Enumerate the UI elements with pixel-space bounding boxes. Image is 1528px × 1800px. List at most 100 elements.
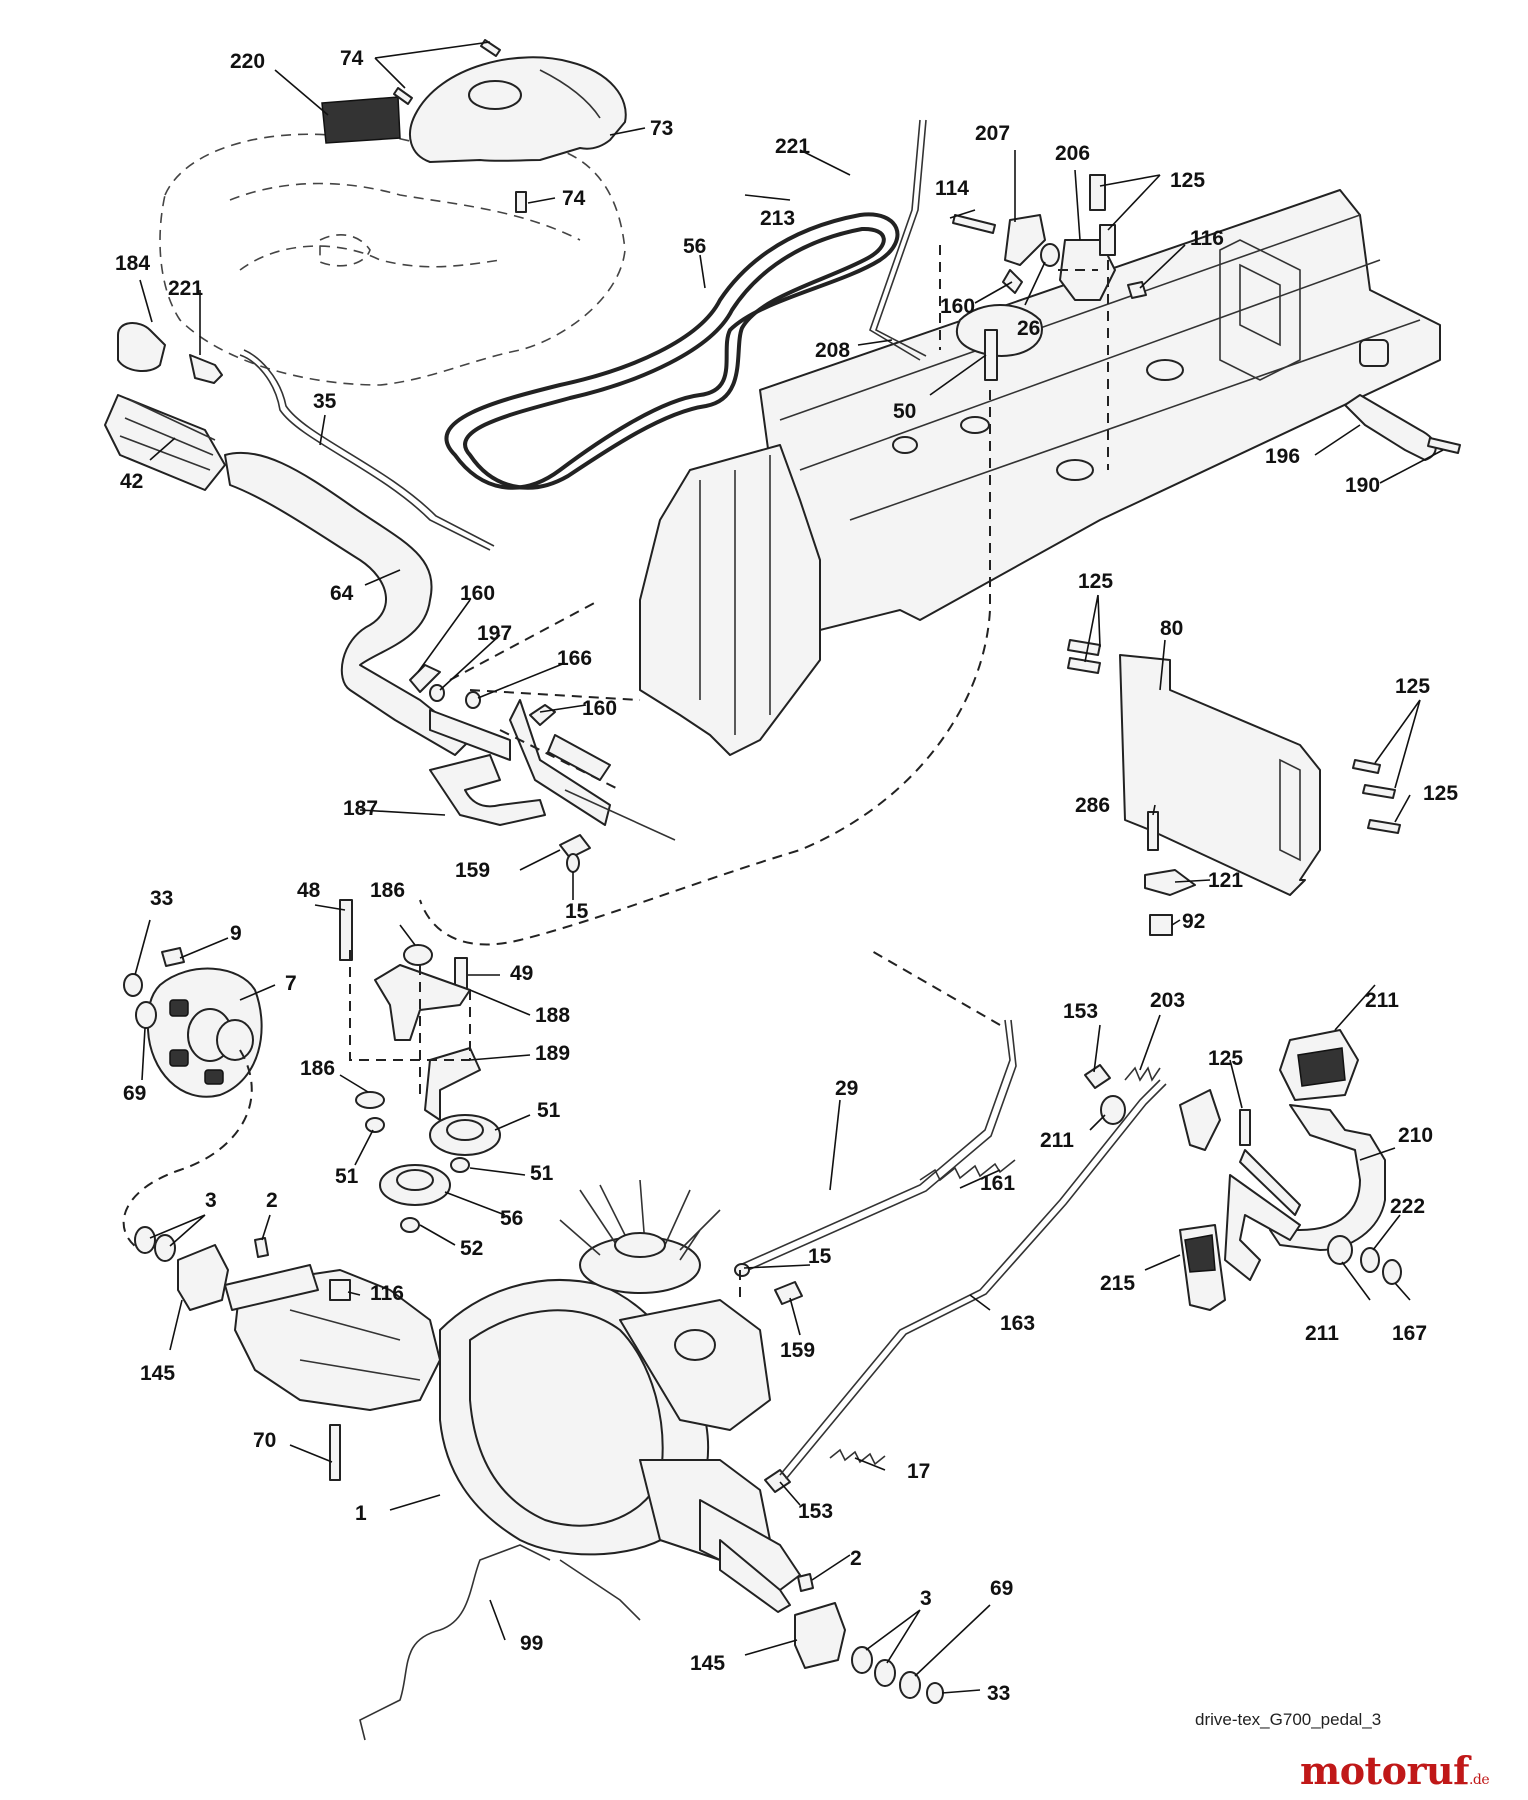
chassis-frame	[639, 189, 1441, 756]
callout-197: 196	[1265, 445, 1300, 468]
callout-121: 121	[1208, 869, 1243, 892]
callout-160: 160	[940, 295, 975, 318]
part-125-bolt	[1367, 819, 1401, 834]
callout-167: 166	[557, 647, 592, 670]
part-197-hook	[1344, 394, 1437, 461]
part-186-bearing	[403, 944, 433, 966]
logo-name: motoruf	[1300, 1748, 1469, 1793]
part-70-dash-cover	[409, 56, 627, 163]
part-222-washer	[1360, 1247, 1380, 1273]
part-161-spring	[919, 1159, 1016, 1182]
callout-51: 51	[530, 1162, 554, 1185]
callout-215: 215	[1100, 1272, 1135, 1295]
part-35-rod	[239, 349, 495, 551]
callout-125: 125	[1395, 675, 1430, 698]
callout-196: 190	[1345, 474, 1380, 497]
callout-210: 210	[1398, 1124, 1433, 1147]
callout-206: 206	[1055, 142, 1090, 165]
callout-26: 26	[1017, 317, 1040, 340]
part-7-hub	[146, 967, 263, 1098]
callout-1: 1	[355, 1502, 367, 1525]
part-208-spring	[1124, 1066, 1161, 1082]
part-33-clip	[926, 1682, 944, 1704]
part-15-washer	[566, 853, 580, 873]
callout-2: 2	[266, 1189, 278, 1212]
part-1-transaxle	[234, 1269, 801, 1621]
callout-35: 35	[313, 390, 337, 413]
part-3-washer	[154, 1234, 176, 1262]
part-184-knob	[117, 322, 166, 372]
diagram-caption: drive-tex_G700_pedal_3	[1195, 1710, 1382, 1729]
callout-70: 73	[650, 117, 673, 140]
part-210-pedal-arm	[1224, 1104, 1386, 1281]
part-145-spacer	[177, 1244, 229, 1311]
part-2-key	[254, 1237, 269, 1258]
part-56-drive-belt	[444, 212, 900, 490]
callout-15: 15	[808, 1245, 832, 1268]
callout-166: 167	[1392, 1322, 1427, 1345]
part-125-bolt	[1099, 224, 1116, 256]
part-125-bolt	[1067, 639, 1101, 656]
part-220-seat-pad	[321, 96, 401, 144]
guide-dash-49	[419, 390, 991, 946]
part-145-spacer	[794, 1602, 846, 1669]
callout-48: 48	[297, 879, 321, 902]
callout-3: 3	[205, 1189, 217, 1212]
part-188-lever-bracket	[429, 754, 546, 826]
callout-188: 187	[343, 797, 378, 820]
callout-160: 160	[582, 697, 617, 720]
part-74-screw	[480, 39, 501, 57]
part-187-spacer	[355, 1091, 385, 1109]
callout-220: 220	[230, 50, 265, 73]
part-74-screw	[515, 191, 527, 213]
callout-116: 116	[370, 1282, 404, 1305]
part-211-bushing	[1327, 1235, 1353, 1265]
callout-labels: 220 74 73 74 221 213 56 207 114 206 125 …	[115, 47, 1458, 1705]
guide-dash-lever	[449, 599, 641, 791]
part-116-nut	[329, 1279, 351, 1301]
part-125-bolt	[1239, 1109, 1251, 1146]
part-159-clip	[774, 1281, 803, 1305]
callout-3: 3	[920, 1587, 932, 1610]
part-121-bracket	[1144, 869, 1196, 896]
part-153-clip	[764, 1469, 791, 1493]
part-92-bolt	[952, 214, 996, 234]
callout-69: 69	[123, 1082, 146, 1105]
motoruf-logo[interactable]: motoruf.de	[1300, 1748, 1490, 1793]
part-207-arm	[1004, 214, 1046, 266]
callout-221: 221	[168, 277, 203, 300]
callout-49: 50	[893, 400, 916, 423]
part-51-nut	[450, 1157, 470, 1173]
callout-51: 52	[460, 1237, 483, 1260]
callout-125: 125	[1078, 570, 1113, 593]
part-74-screw	[393, 87, 413, 105]
fender-ghost-outline	[159, 131, 626, 386]
callout-160: 160	[460, 582, 495, 605]
callout-214: 211	[1365, 989, 1399, 1012]
callout-9: 9	[230, 922, 242, 945]
callout-64: 64	[330, 582, 354, 605]
callout-211: 211	[1040, 1129, 1074, 1152]
callout-189: 188	[535, 1004, 570, 1027]
callout-286: 286	[1075, 794, 1110, 817]
leader-lines	[134, 41, 1444, 1694]
part-9-screw	[161, 947, 185, 967]
part-3-washer	[851, 1646, 873, 1674]
callout-184: 184	[115, 252, 150, 275]
callout-74: 74	[562, 187, 586, 210]
callout-161: 161	[980, 1172, 1015, 1195]
logo-tld: .de	[1468, 1772, 1490, 1788]
callout-33: 33	[150, 887, 173, 910]
transaxle-fan	[559, 1179, 721, 1294]
part-163-pedal-rod	[779, 1079, 1167, 1480]
part-190-bracket	[424, 1047, 481, 1121]
callout-153: 153	[798, 1500, 833, 1523]
callout-163: 163	[1000, 1312, 1035, 1335]
pedal-shaft-bracket	[1179, 1089, 1221, 1151]
callout-50: 51	[537, 1099, 561, 1122]
part-2-key	[797, 1573, 814, 1592]
callout-7: 7	[285, 972, 297, 995]
part-49-bolt	[984, 329, 998, 381]
guide-dash-rod	[739, 949, 1001, 1300]
